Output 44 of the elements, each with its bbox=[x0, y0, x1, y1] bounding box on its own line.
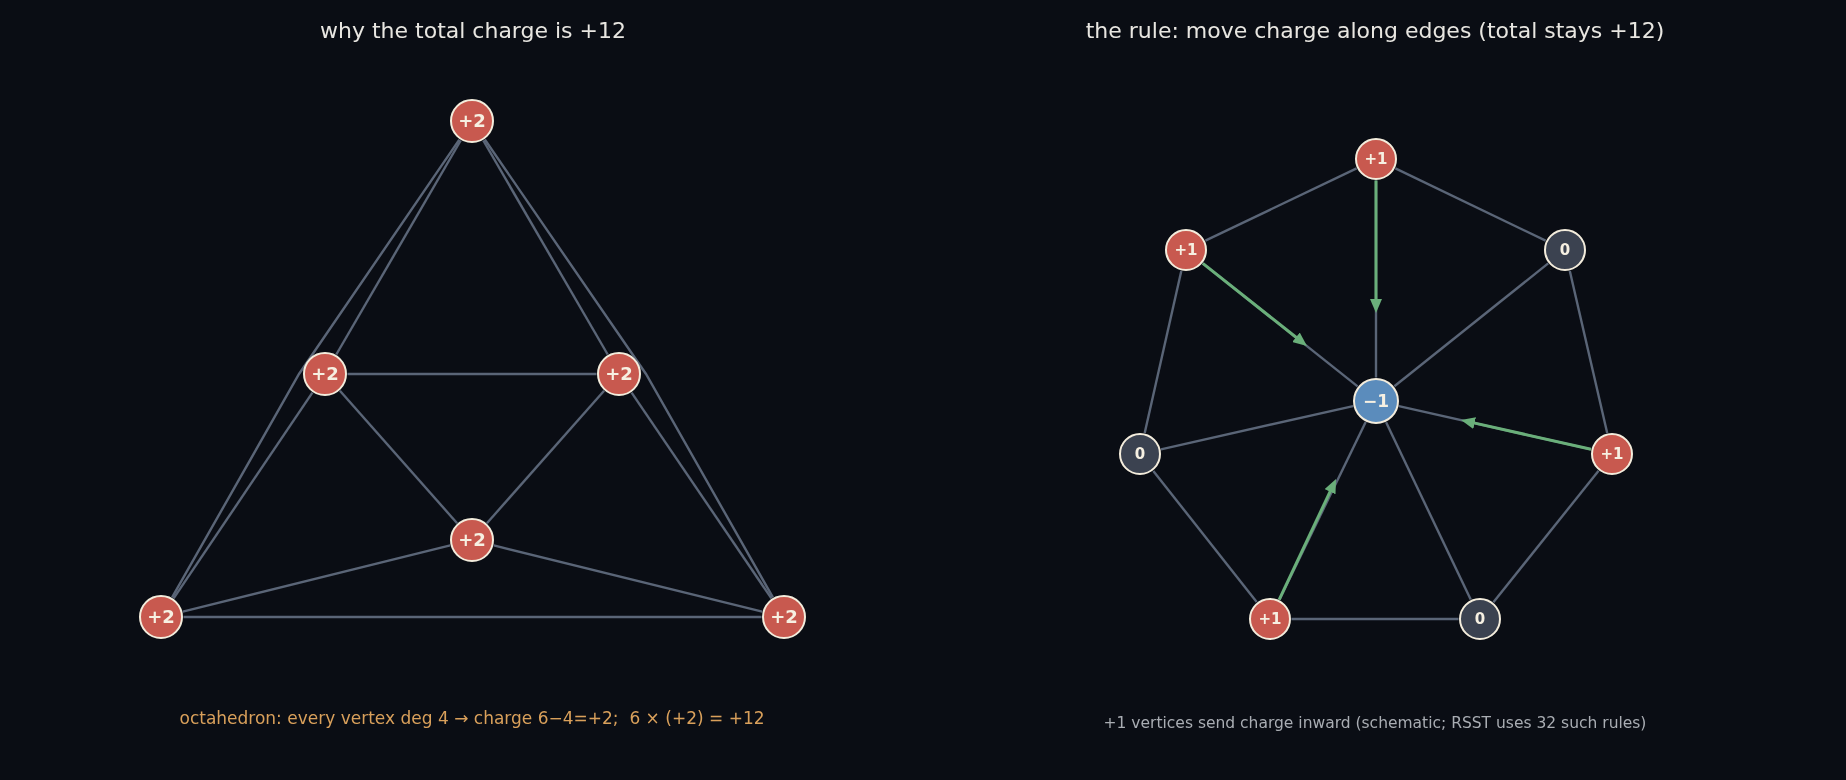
arrow bbox=[1201, 262, 1307, 346]
edge-line bbox=[183, 615, 762, 619]
vertex-node: +1 bbox=[1591, 433, 1633, 475]
arrow bbox=[1461, 417, 1592, 451]
panel-title: the rule: move charge along edges (total stays +12) bbox=[1085, 17, 1665, 45]
edge-line bbox=[482, 139, 609, 356]
vertex-node: +2 bbox=[450, 518, 494, 562]
edge-line bbox=[347, 372, 597, 376]
edge-line bbox=[182, 544, 451, 613]
vertex-node: +2 bbox=[450, 99, 494, 143]
edge-line bbox=[486, 390, 605, 524]
vertex-node: +2 bbox=[139, 595, 183, 639]
arrow bbox=[1277, 479, 1336, 601]
vertex-node: 0 bbox=[1544, 229, 1586, 271]
caption-text: +1 vertices send charge inward (schematic; RSST uses 32 such rules) bbox=[1103, 713, 1647, 733]
edge-line bbox=[1385, 421, 1472, 601]
edge-line bbox=[493, 544, 763, 613]
edge-line bbox=[1143, 270, 1183, 434]
vertex-node: −1 bbox=[1353, 378, 1399, 424]
edge-line bbox=[1492, 470, 1600, 603]
edge-line bbox=[339, 390, 458, 524]
edge-line bbox=[172, 391, 314, 600]
edge-line bbox=[171, 138, 461, 598]
edge-line bbox=[483, 138, 774, 598]
vertex-node: +2 bbox=[762, 595, 806, 639]
edge-line bbox=[1568, 270, 1609, 434]
edge-line bbox=[630, 391, 773, 600]
caption-text: octahedron: every vertex deg 4 → charge 6−4=+2; 6 × (+2) = +12 bbox=[179, 707, 765, 729]
panel-title: why the total charge is +12 bbox=[320, 17, 626, 45]
edge-line bbox=[1291, 617, 1459, 621]
edge-line bbox=[1160, 404, 1354, 451]
edge-line bbox=[1393, 262, 1549, 388]
vertex-node: +1 bbox=[1249, 598, 1291, 640]
arrow bbox=[1370, 180, 1382, 313]
vertex-node: +2 bbox=[597, 352, 641, 396]
edge-line bbox=[1152, 470, 1258, 603]
vertex-node: 0 bbox=[1459, 598, 1501, 640]
vertex-node: 0 bbox=[1119, 433, 1161, 475]
vertex-node: +1 bbox=[1355, 138, 1397, 180]
edge-line bbox=[1204, 167, 1358, 242]
vertex-node: +2 bbox=[303, 352, 347, 396]
vertex-node: +1 bbox=[1165, 229, 1207, 271]
edge-line bbox=[335, 139, 462, 356]
edge-line bbox=[1394, 167, 1547, 242]
